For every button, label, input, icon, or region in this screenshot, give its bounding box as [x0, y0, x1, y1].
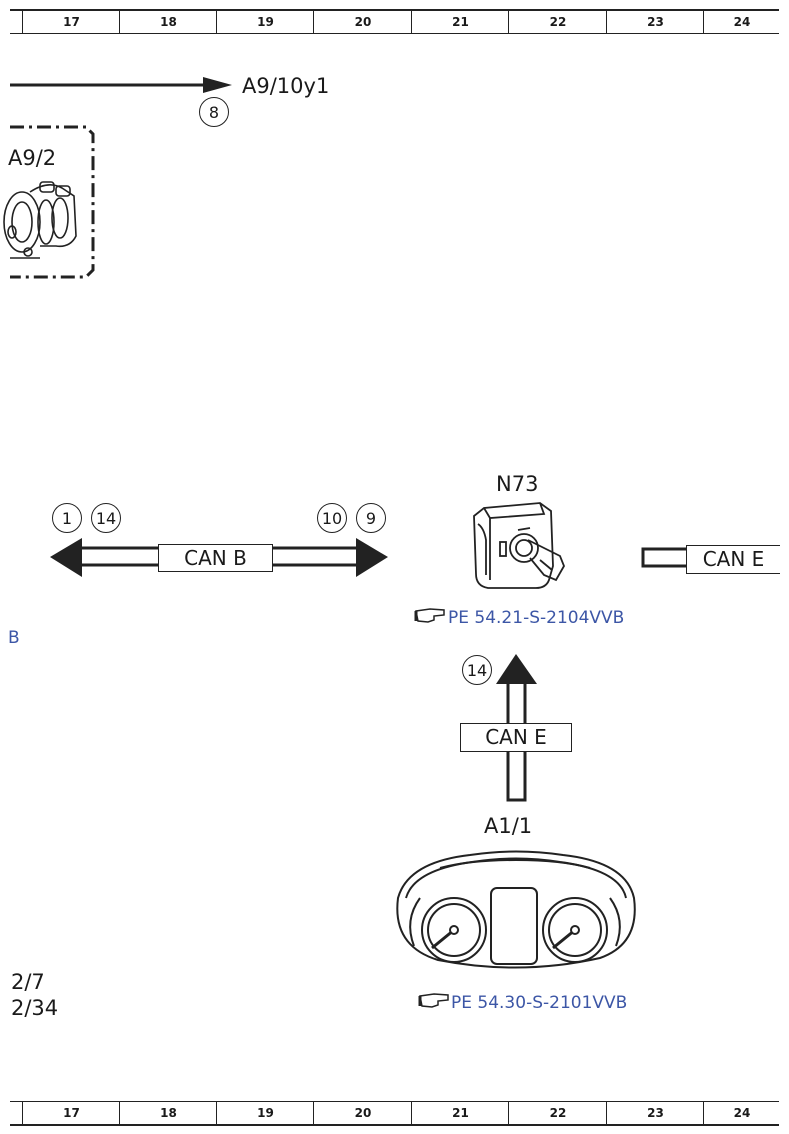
connection-circle-1: 1: [52, 503, 82, 533]
ruler-col-24: 24: [703, 11, 780, 33]
a9-2-label: A9/2: [8, 146, 57, 170]
a9-10y1-label: A9/10y1: [242, 74, 330, 98]
ruler-col-24: 24: [703, 1102, 780, 1124]
ruler-col-17: 17: [22, 1102, 120, 1124]
connection-circle-14: 14: [462, 655, 492, 685]
ruler-col-21: 21: [411, 1102, 509, 1124]
left-edge-b-label: B: [8, 628, 20, 648]
column-ruler-top: 17 18 19 20 21 22 23 24: [10, 9, 779, 34]
ruler-col-23: 23: [606, 11, 704, 33]
pointing-hand-icon: [414, 608, 445, 623]
instrument-cluster-icon: [396, 850, 636, 969]
can-b-label-box: CAN B: [158, 544, 273, 572]
connection-circle-14: 14: [91, 503, 121, 533]
ruler-col-21: 21: [411, 11, 509, 33]
ruler-col-18: 18: [119, 11, 217, 33]
ignition-switch-icon: [473, 502, 565, 589]
ruler-col-17: 17: [22, 11, 120, 33]
left-note-line-1: 2/7: [11, 970, 45, 994]
n73-label: N73: [496, 472, 539, 496]
column-ruler-bottom: 17 18 19 20 21 22 23 24: [10, 1101, 779, 1126]
ruler-col-20: 20: [313, 1102, 412, 1124]
pointing-hand-icon: [418, 993, 449, 1008]
connection-circle-10: 10: [317, 503, 347, 533]
ruler-col-19: 19: [216, 11, 314, 33]
can-e-right-bus-line: [641, 547, 690, 568]
n73-reference-link[interactable]: PE 54.21-S-2104VVB: [448, 608, 625, 628]
ruler-col-18: 18: [119, 1102, 217, 1124]
ruler-col-22: 22: [508, 1102, 607, 1124]
a9-2-component-box: [10, 125, 95, 279]
left-note-line-2: 2/34: [11, 996, 59, 1020]
a1-1-reference-link[interactable]: PE 54.30-S-2101VVB: [451, 993, 628, 1013]
compressor-icon: [3, 181, 77, 259]
a9-10y1-arrow: [10, 77, 232, 93]
ruler-col-23: 23: [606, 1102, 704, 1124]
can-e-right-label-box: CAN E: [686, 545, 780, 574]
ruler-col-19: 19: [216, 1102, 314, 1124]
connection-circle-8: 8: [199, 97, 229, 127]
ruler-col-22: 22: [508, 11, 607, 33]
ruler-col-20: 20: [313, 11, 412, 33]
connection-circle-9: 9: [356, 503, 386, 533]
a1-1-label: A1/1: [484, 814, 533, 838]
can-e-vertical-label-box: CAN E: [460, 723, 572, 752]
